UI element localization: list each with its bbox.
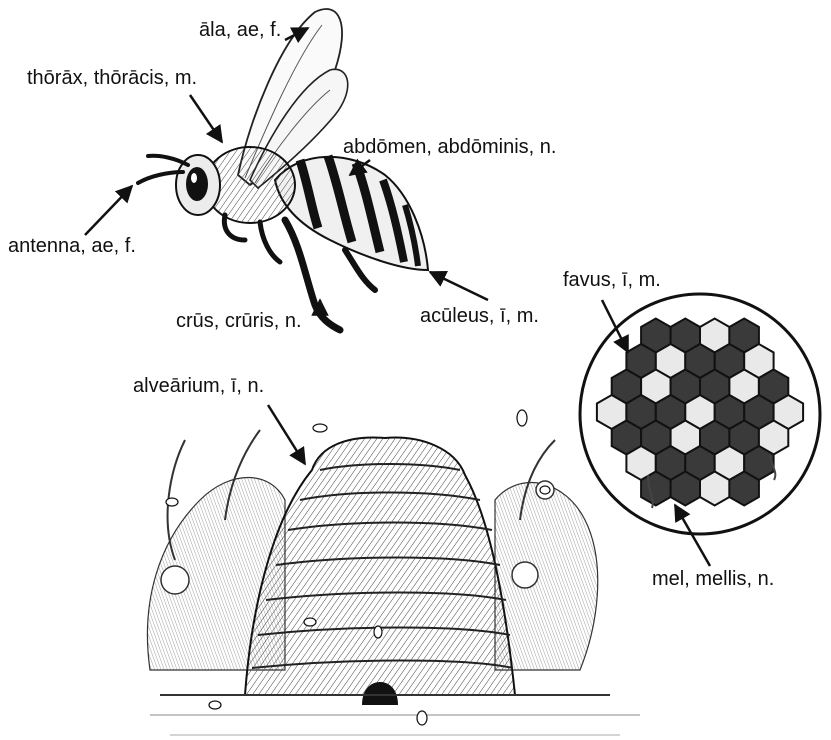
honeycomb-cell — [641, 472, 671, 506]
label-crus: crūs, crūris, n. — [176, 309, 302, 333]
label-aculeus: acūleus, ī, m. — [420, 304, 539, 328]
alvearium-pointer — [268, 405, 305, 464]
thorax-pointer — [190, 95, 222, 142]
label-thorax: thōrāx, thōrācis, m. — [27, 66, 197, 90]
bee-illustration — [138, 9, 428, 330]
honeycomb-cell — [671, 472, 700, 506]
label-ala: āla, ae, f. — [199, 18, 281, 42]
antenna-pointer — [85, 186, 132, 235]
label-antenna: antenna, ae, f. — [8, 234, 136, 258]
label-favus: favus, ī, m. — [563, 268, 661, 292]
label-alvearium: alveārium, ī, n. — [133, 374, 264, 398]
label-mel: mel, mellis, n. — [652, 567, 774, 591]
honeycomb-cell — [729, 472, 759, 506]
label-abdomen: abdōmen, abdōminis, n. — [343, 135, 556, 159]
aculeus-pointer — [430, 272, 488, 300]
honeycomb-cell — [700, 472, 729, 506]
